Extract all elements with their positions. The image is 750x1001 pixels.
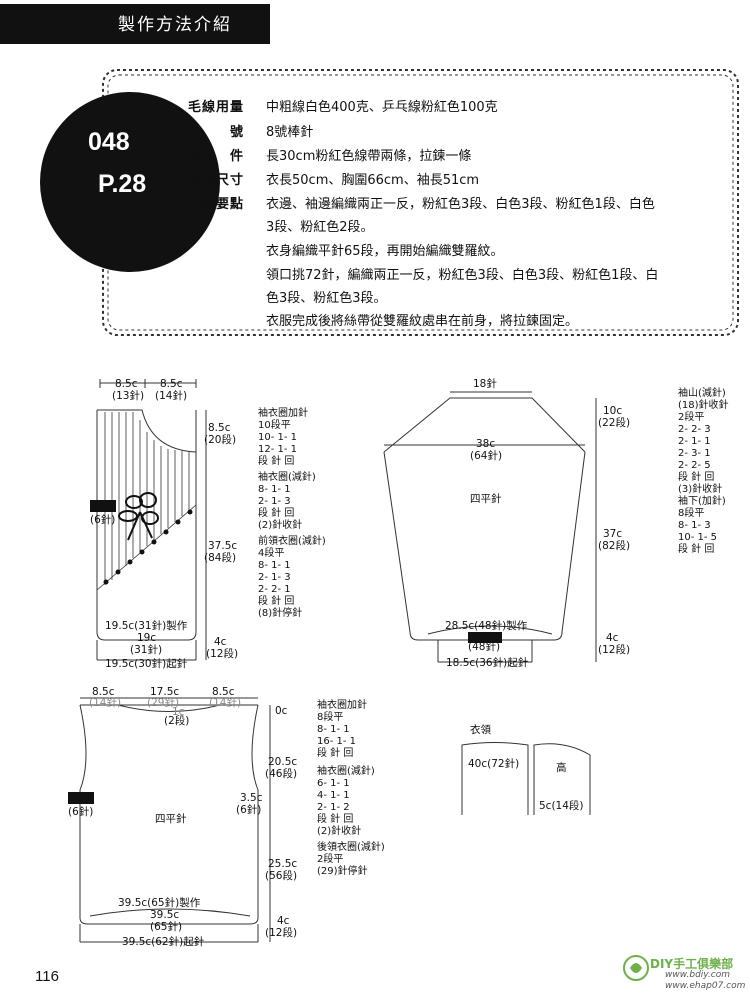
dim-label: 8.5c xyxy=(92,686,115,698)
dim-label: 39.5c(65針)製作 xyxy=(118,897,201,909)
dim-label: (6針) xyxy=(90,514,116,526)
dim-label: 28.5c(48針)製作 xyxy=(445,620,528,632)
dim-label: 39.5c xyxy=(150,909,180,921)
info-value: 8號棒針 xyxy=(266,125,314,140)
info-label: 編織要點 xyxy=(188,197,245,212)
front-ribbon-dots xyxy=(103,509,193,585)
sleeve-marker xyxy=(468,632,502,643)
dim-label: 37.5c xyxy=(208,540,238,552)
back-body-outline xyxy=(79,697,271,943)
dim-label: 8.5c xyxy=(160,378,183,390)
dim-label: (29針) xyxy=(147,697,180,709)
page-title: 製作方法介紹 xyxy=(118,15,232,35)
dim-label: 4c xyxy=(277,915,290,927)
dim-label: (48針) xyxy=(468,641,501,653)
dim-label: 40c(72針) xyxy=(468,758,520,770)
info-value: 衣邊、袖邊編織兩正一反，粉紅色3段、白色3段、粉紅色1段、白色 xyxy=(266,197,655,212)
dim-label: 四平針 xyxy=(470,493,502,505)
front-ribbon-stripes xyxy=(96,412,197,591)
dim-label: (64針) xyxy=(470,450,503,462)
collar-title: 衣領 xyxy=(470,724,491,736)
info-label: 毛線用量 xyxy=(188,100,245,115)
dim-label: 19c xyxy=(137,632,157,644)
info-value: 長30cm粉紅色線帶兩條，拉鍊一條 xyxy=(266,149,472,164)
info-label: 附 件 xyxy=(188,149,245,164)
info-continuation: 色3段、粉紅色3段。 xyxy=(266,291,387,306)
dim-label: 18.5c(36針)起針 xyxy=(446,657,529,669)
dim-label: (14針) xyxy=(155,390,188,402)
dim-label: (65針) xyxy=(150,921,183,933)
info-label: 成品尺寸 xyxy=(188,173,245,188)
dim-label: (13針) xyxy=(112,390,145,402)
dim-label: 1c xyxy=(172,706,185,718)
page-number: 116 xyxy=(35,968,59,985)
dim-label: 10c xyxy=(603,405,623,417)
header-bar xyxy=(0,4,270,44)
dim-label: 5c(14段) xyxy=(539,800,584,812)
info-value: 中粗線白色400克、乒乓線粉紅色100克 xyxy=(266,100,498,115)
dim-label: (22段) xyxy=(598,417,631,429)
dim-label: (12段) xyxy=(206,648,239,660)
dim-label: 8.5c xyxy=(115,378,138,390)
dim-label: (14針) xyxy=(209,697,242,709)
dim-label: (31針) xyxy=(130,644,163,656)
dim-label: (12段) xyxy=(265,927,298,939)
dim-label: 8.5c xyxy=(212,686,235,698)
bow-icon xyxy=(118,492,159,541)
dim-label: 19.5c(31針)製作 xyxy=(105,620,188,632)
dim-label: 0c xyxy=(275,705,288,717)
dim-label: (56段) xyxy=(265,870,298,882)
dim-label: (2段) xyxy=(164,715,190,727)
front-body-outline xyxy=(96,379,207,661)
info-continuation: 衣服完成後將絲帶從雙羅紋處串在前身，將拉鍊固定。 xyxy=(266,314,579,329)
dim-label: 4c xyxy=(214,636,227,648)
dim-label: (6針) xyxy=(236,804,262,816)
pattern-page: P.28 xyxy=(98,170,147,198)
dim-label: (46段) xyxy=(265,768,298,780)
dim-label: 18針 xyxy=(473,378,497,390)
dim-label: (14針) xyxy=(89,697,122,709)
pattern-number: 048 xyxy=(88,128,130,156)
pattern-badge xyxy=(40,92,220,272)
dim-label: (12段) xyxy=(598,644,631,656)
dim-label: (84段) xyxy=(204,552,237,564)
dim-label: 39.5c(62針)起針 xyxy=(122,936,205,948)
dim-label: 19.5c(30針)起針 xyxy=(105,658,188,670)
dim-label: 20.5c xyxy=(268,756,298,768)
info-label: 針 號 xyxy=(188,125,245,140)
info-continuation: 衣身編織平針65段，再開始編織雙羅紋。 xyxy=(266,244,504,259)
dim-label: 8.5c xyxy=(208,422,231,434)
dim-label: 25.5c xyxy=(268,858,298,870)
dim-label: 17.5c xyxy=(150,686,180,698)
dim-label: (20段) xyxy=(204,434,237,446)
site-logo: DIY手工俱樂部 xyxy=(650,957,734,971)
dim-label: 四平針 xyxy=(155,813,187,825)
site-url: www.bdiy.com xyxy=(665,970,731,980)
dim-label: 38c xyxy=(476,438,496,450)
dim-label: 37c xyxy=(603,528,623,540)
sleeve-outline xyxy=(383,391,597,663)
info-continuation: 領口挑72針，編織兩正一反，粉紅色3段、白色3段、粉紅色1段、白 xyxy=(266,268,659,283)
back-marker xyxy=(68,792,94,804)
info-continuation: 3段、粉紅色2段。 xyxy=(266,220,374,235)
dim-label: 3.5c xyxy=(240,792,263,804)
dim-label: (6針) xyxy=(68,806,94,818)
collar-outline xyxy=(461,742,591,815)
info-value: 衣長50cm、胸圍66cm、袖長51cm xyxy=(266,173,480,188)
dim-label: (82段) xyxy=(598,540,631,552)
site-url: www.ehap07.com xyxy=(665,981,746,991)
dim-label: 4c xyxy=(606,632,619,644)
note-block: 後領衣圈(減針)2段平(29)針停針 xyxy=(317,842,385,877)
front-marker xyxy=(90,500,116,512)
dim-label: 高 xyxy=(556,762,567,774)
